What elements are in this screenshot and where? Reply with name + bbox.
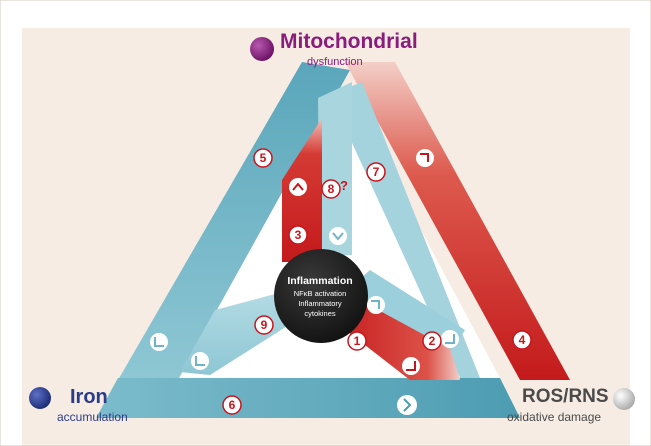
pathway-badge-6: 6 — [222, 395, 242, 415]
pathway-badge-9: 9 — [254, 315, 274, 335]
svg-text:2: 2 — [429, 334, 436, 348]
mitochondrial-subtitle: dysfunction — [307, 56, 363, 68]
svg-text:7: 7 — [373, 165, 380, 179]
arrow-corner-icon — [150, 333, 168, 351]
pathway-8-question-mark: ? — [340, 178, 348, 193]
chevron-right-icon — [397, 395, 417, 415]
inflammation-circle — [274, 249, 368, 343]
band-inner-right — [330, 82, 480, 378]
pathway-badge-1: 1 — [347, 331, 367, 351]
pathway-badge-5: 5 — [253, 148, 273, 168]
band-teal-2 — [345, 270, 465, 350]
ros-sphere-icon — [613, 388, 635, 410]
chevron-up-icon — [289, 178, 307, 196]
band-bottom — [96, 378, 520, 418]
band-inner-upper — [318, 82, 352, 255]
inflammation-line-2: Inflammatory — [298, 299, 342, 308]
inflammation-line-3: cytokines — [304, 309, 336, 318]
ros-subtitle: oxidative damage — [507, 410, 602, 424]
arrow-corner-icon — [441, 330, 459, 348]
svg-text:3: 3 — [295, 228, 302, 242]
iron-subtitle: accumulation — [57, 410, 128, 424]
arrow-corner-icon — [191, 352, 209, 370]
iron-title: Iron — [70, 386, 108, 408]
arrow-corner-icon — [367, 296, 385, 314]
svg-text:6: 6 — [229, 398, 236, 412]
inflammation-title: Inflammation — [287, 275, 353, 287]
svg-text:5: 5 — [260, 151, 267, 165]
iron-sphere-icon — [29, 387, 51, 409]
svg-text:1: 1 — [354, 334, 361, 348]
pathway-badge-7: 7 — [366, 162, 386, 182]
arrow-right-down-icon — [416, 149, 434, 167]
pathway-badge-2: 2 — [422, 331, 442, 351]
arrow-corner-icon — [402, 357, 420, 375]
band-inner-left — [180, 290, 300, 375]
chevron-down-icon — [329, 227, 347, 245]
inflammation-line-1: NFκB activation — [293, 289, 347, 298]
pathway-badge-3: 3 — [288, 225, 308, 245]
mitochondrial-sphere-icon — [250, 37, 274, 61]
pathway-badge-4: 4 — [512, 330, 532, 350]
svg-text:8: 8 — [328, 182, 335, 196]
svg-text:4: 4 — [519, 333, 526, 347]
band-left — [118, 62, 350, 380]
band-right-red — [345, 62, 570, 380]
ros-title: ROS/RNS — [522, 386, 609, 407]
mitochondrial-title: Mitochondrial — [280, 30, 418, 53]
pathway-badge-8: 8 — [321, 179, 341, 199]
svg-text:9: 9 — [261, 318, 268, 332]
